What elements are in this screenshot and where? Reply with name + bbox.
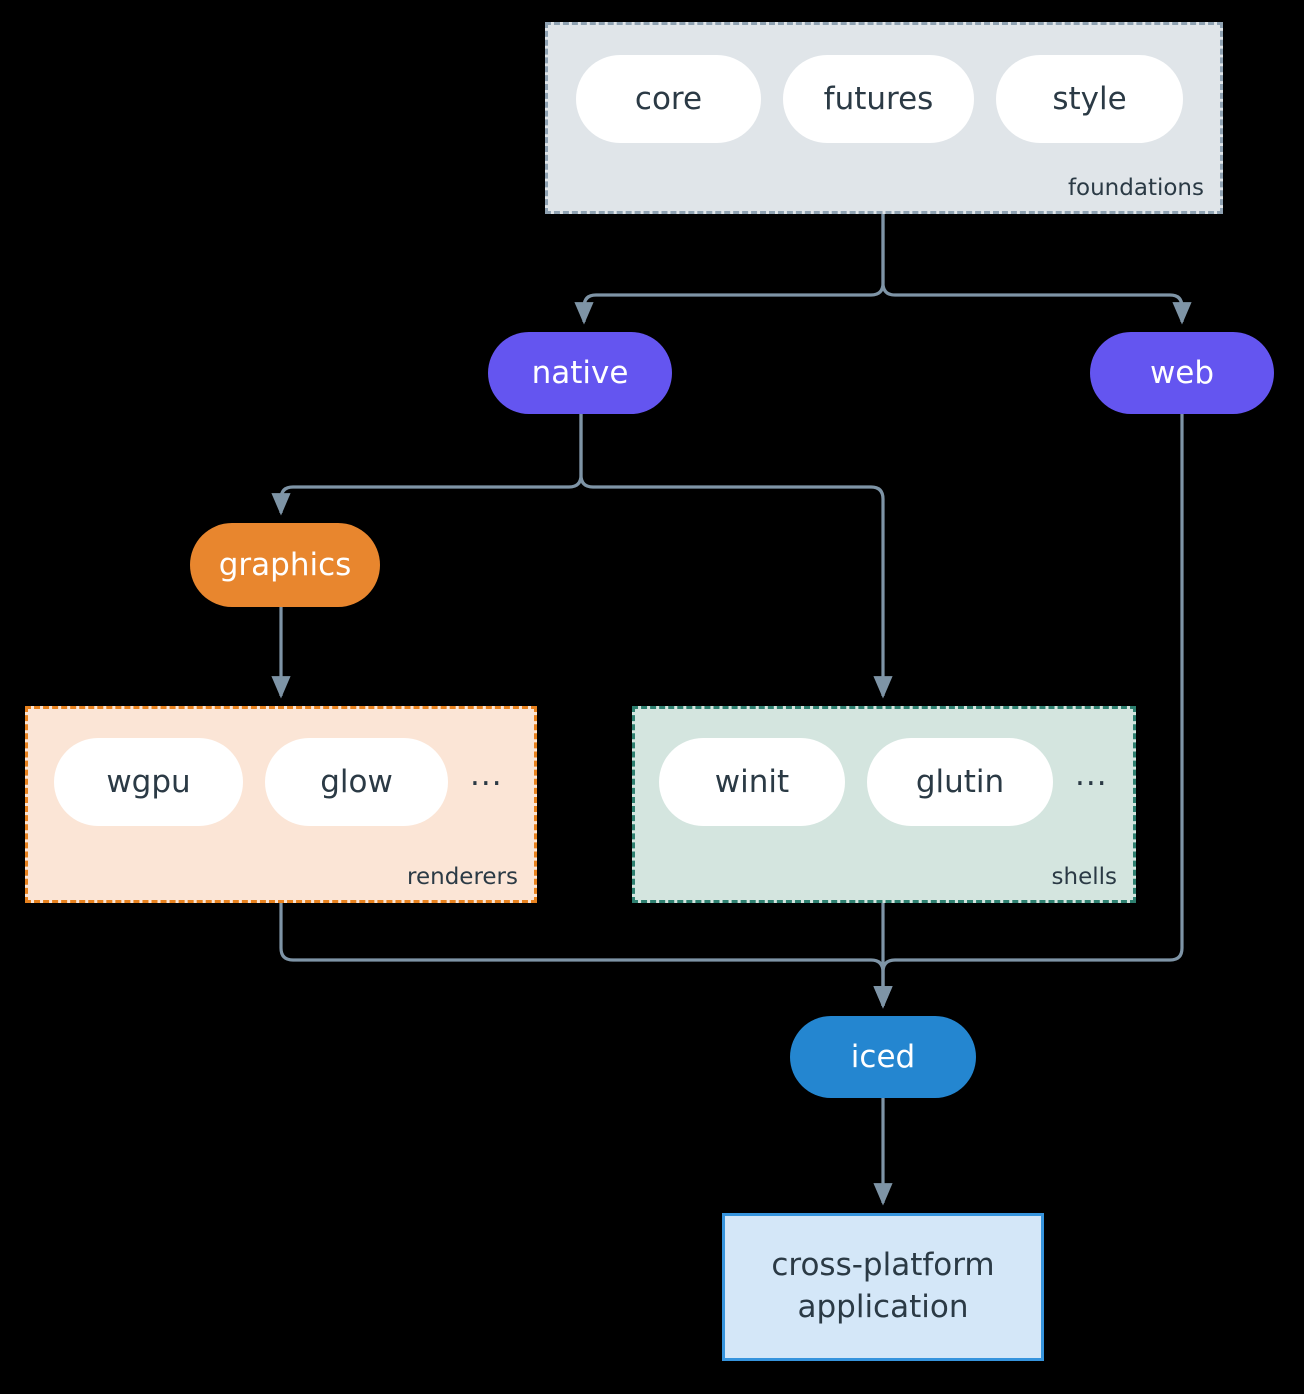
edge-foundations-native — [574, 214, 885, 325]
edge-foundations-web — [881, 214, 1192, 325]
leaf-winit[interactable]: winit — [659, 738, 845, 826]
edge-native-shells — [579, 414, 893, 699]
cluster-label-renderers: renderers — [407, 864, 518, 890]
leaf-glutin[interactable]: glutin — [867, 738, 1053, 826]
application-line-2: application — [797, 1289, 969, 1325]
foundations-items: core futures style — [576, 55, 1183, 143]
leaf-style[interactable]: style — [996, 55, 1183, 143]
node-graphics[interactable]: graphics — [190, 523, 380, 607]
node-cross-platform-application[interactable]: cross-platform application — [722, 1213, 1044, 1361]
leaf-futures[interactable]: futures — [783, 55, 974, 143]
cluster-label-foundations: foundations — [1067, 175, 1204, 201]
node-native[interactable]: native — [488, 332, 672, 414]
cluster-label-shells: shells — [1051, 864, 1117, 890]
leaf-wgpu[interactable]: wgpu — [54, 738, 243, 826]
shells-more-ellipsis: ... — [1075, 756, 1108, 793]
cluster-foundations: core futures style foundations — [545, 22, 1223, 214]
cluster-shells: winit glutin ... shells — [632, 706, 1136, 903]
renderers-items: wgpu glow ... — [54, 738, 503, 826]
cluster-renderers: wgpu glow ... renderers — [25, 706, 537, 903]
node-web[interactable]: web — [1090, 332, 1274, 414]
renderers-more-ellipsis: ... — [470, 756, 503, 793]
node-iced[interactable]: iced — [790, 1016, 976, 1098]
leaf-core[interactable]: core — [576, 55, 761, 143]
shells-items: winit glutin ... — [659, 738, 1108, 826]
edge-native-graphics — [271, 414, 583, 516]
leaf-glow[interactable]: glow — [265, 738, 448, 826]
application-text: cross-platform application — [771, 1245, 994, 1328]
application-line-1: cross-platform — [771, 1247, 995, 1284]
edge-renderers-iced — [279, 903, 893, 1009]
